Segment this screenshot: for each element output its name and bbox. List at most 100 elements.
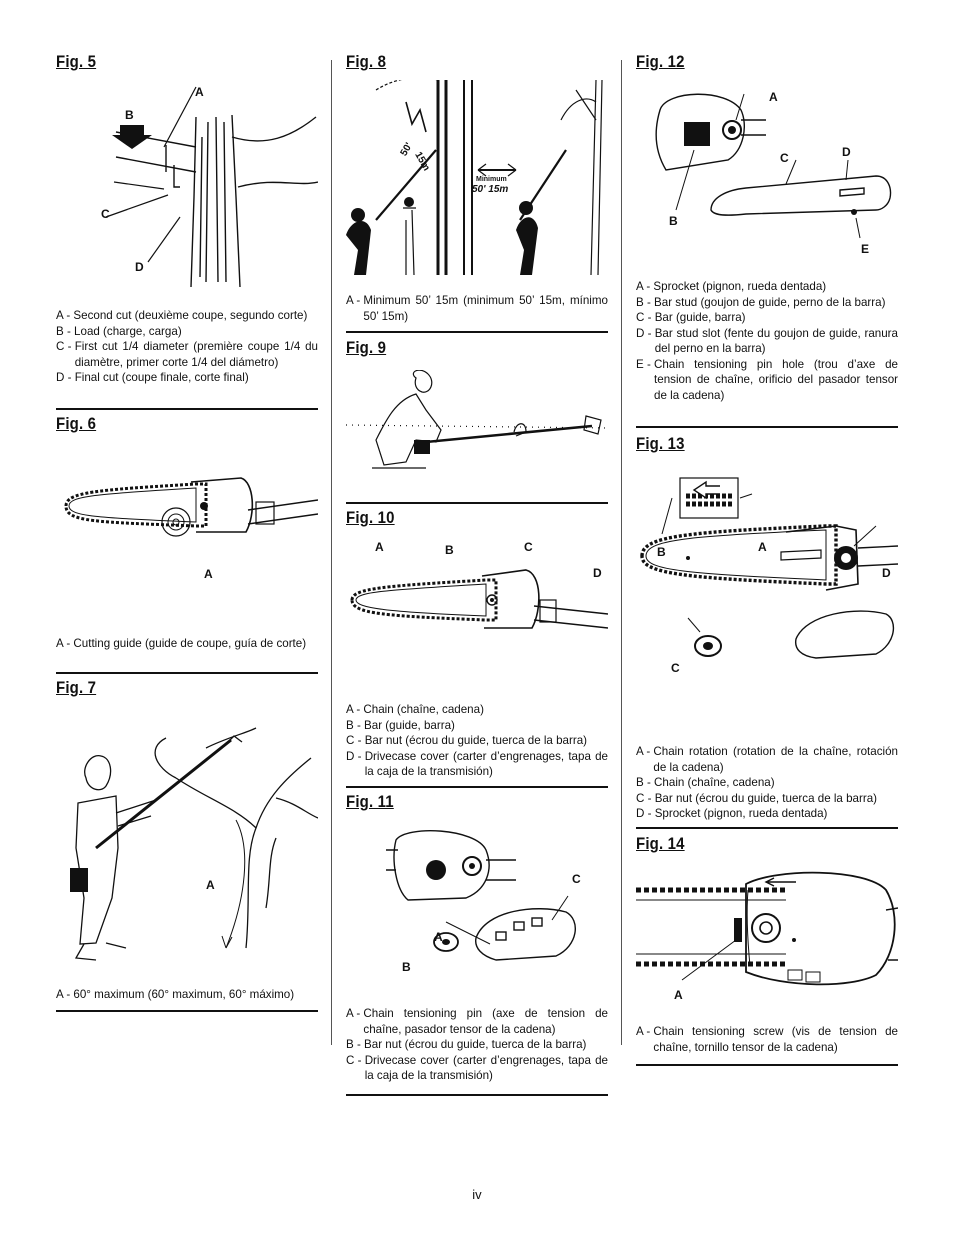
caption-key: D - [636,326,655,340]
section-rule [346,786,608,788]
callout-c: C [524,540,533,554]
caption-item: A - Sprocket (pignon, rueda dentada) [636,279,898,295]
caption-text: Chain tensioning pin (axe de tension de … [363,1007,608,1036]
caption-item: A - Minimum 50’ 15m (minimum 50’ 15m, mí… [346,293,608,324]
section-rule [346,1094,608,1096]
section-rule [636,1064,898,1066]
figure-caption: A - Cutting guide (guide de coupe, guía … [56,636,318,652]
callout-b: B [657,545,666,559]
section-rule [56,672,318,674]
minimum-value: 50' 15m [472,184,509,195]
callout-c: C [572,872,581,886]
caption-text: Second cut (deuxième coupe, segundo cort… [73,309,308,322]
caption-item: C - Bar (guide, barra) [636,310,898,326]
column-divider-2 [621,60,622,1045]
figure-title: Fig. 6 [56,414,97,433]
callout-d: D [135,260,144,274]
caption-key: A - [56,309,74,322]
caption-item: C - First cut 1/4 diameter (première cou… [56,339,318,370]
callout-a: A [434,930,443,944]
caption-item: C - Bar nut (écrou du guide, tuerca de l… [346,733,608,749]
caption-item: A - Chain tensioning pin (axe de tension… [346,1006,608,1037]
figure-title: Fig. 9 [346,338,387,357]
section-rule [56,408,318,410]
caption-text: 60° maximum (60° maximum, 60° máximo) [73,988,295,1001]
caption-key: C - [346,1053,365,1067]
figure-caption: A - Second cut (deuxième coupe, segundo … [56,308,318,386]
caption-key: A - [346,703,364,716]
caption-key: B - [636,776,655,789]
caption-item: A - Chain rotation (rotation de la chaîn… [636,744,898,775]
caption-item: D - Drivecase cover (carter d’engrenages… [346,749,608,780]
caption-item: A - 60° maximum (60° maximum, 60° máximo… [56,987,318,1003]
figure-title: Fig. 14 [636,834,685,853]
tree-cutting-illustration [105,86,318,288]
caption-text: Bar nut (écrou du guide, tuerca de la ba… [654,791,878,805]
caption-key: C - [56,340,75,353]
caption-text: Chain rotation (rotation de la chaîne, r… [653,745,898,774]
callout-b: B [445,543,454,557]
section-rule [636,426,898,428]
caption-key: D - [56,371,75,384]
caption-text: Cutting guide (guide de coupe, guía de c… [73,637,307,650]
section-rule [56,1010,318,1012]
caption-item: D - Sprocket (pignon, rueda dentada) [636,806,898,822]
bar-sprocket-illustration [655,93,892,239]
figure-title: Fig. 7 [56,678,97,697]
safety-distance-illustration [346,80,603,275]
caption-text: Final cut (coupe finale, corte final) [74,371,249,384]
caption-item: B - Bar nut (écrou du guide, tuerca de l… [346,1037,608,1053]
figure-caption: A - Chain tensioning pin (axe de tension… [346,1006,608,1084]
caption-key: E - [636,357,655,371]
caption-item: A - Second cut (deuxième coupe, segundo … [56,308,318,324]
callout-a: A [195,85,204,99]
section-rule [346,502,608,504]
caption-key: B - [346,718,365,732]
page-number: iv [472,1187,482,1202]
figure-caption: A - 60° maximum (60° maximum, 60° máximo… [56,987,318,1003]
figure-caption: A - Chain tensioning screw (vis de tensi… [636,1024,898,1055]
caption-item: C - Drivecase cover (carter d’engrenages… [346,1053,608,1084]
chain-tension-screw-illustration [636,871,898,986]
caption-key: C - [636,791,655,805]
figure-caption: A - Minimum 50’ 15m (minimum 50’ 15m, mí… [346,293,608,324]
caption-item: A - Cutting guide (guide de coupe, guía … [56,636,318,652]
callout-c: C [671,661,680,675]
section-rule [346,331,608,333]
section-rule [636,827,898,829]
callout-b: B [125,108,134,122]
callout-d: D [882,566,891,580]
caption-item: B - Load (charge, carga) [56,324,318,340]
caption-key: A - [346,1007,364,1020]
caption-key: A - [56,637,74,650]
caption-text: Drivecase cover (carter d’engrenages, ta… [364,1053,608,1083]
caption-text: Bar (guide, barra) [364,718,455,732]
drivecase-cover-illustration [386,830,576,961]
caption-key: C - [346,734,365,747]
figure-title: Fig. 11 [346,792,394,811]
caption-text: Bar nut (écrou du guide, tuerca de la ba… [364,734,588,747]
figure-title: Fig. 10 [346,508,395,527]
callout-a: A [204,567,213,581]
callout-d: D [842,145,851,159]
callout-a: A [206,878,215,892]
caption-item: A - Chain tensioning screw (vis de tensi… [636,1024,898,1055]
caption-text: Chain (chaîne, cadena) [654,776,775,789]
callout-d: D [593,566,602,580]
caption-key: B - [56,324,75,338]
caption-text: Bar stud slot (fente du goujon de guide,… [654,326,898,356]
bar-chain-assembly-illustration [350,569,608,629]
operator-pole-saw-illustration [70,727,318,961]
caption-text: Load (charge, carga) [74,324,182,338]
callout-b: B [669,214,678,228]
figure-caption: A - Sprocket (pignon, rueda dentada) B -… [636,279,898,403]
caption-text: Sprocket (pignon, rueda dentada) [654,807,828,820]
callout-a: A [674,988,683,1002]
caption-text: Chain (chaîne, cadena) [363,703,484,716]
caption-key: B - [346,1038,365,1051]
chainsaw-bar-illustration [64,477,318,537]
caption-item: B - Bar (guide, barra) [346,718,608,734]
callout-b: B [402,960,411,974]
caption-text: Sprocket (pignon, rueda dentada) [653,280,827,293]
caption-item: E - Chain tensioning pin hole (trou d’ax… [636,357,898,404]
